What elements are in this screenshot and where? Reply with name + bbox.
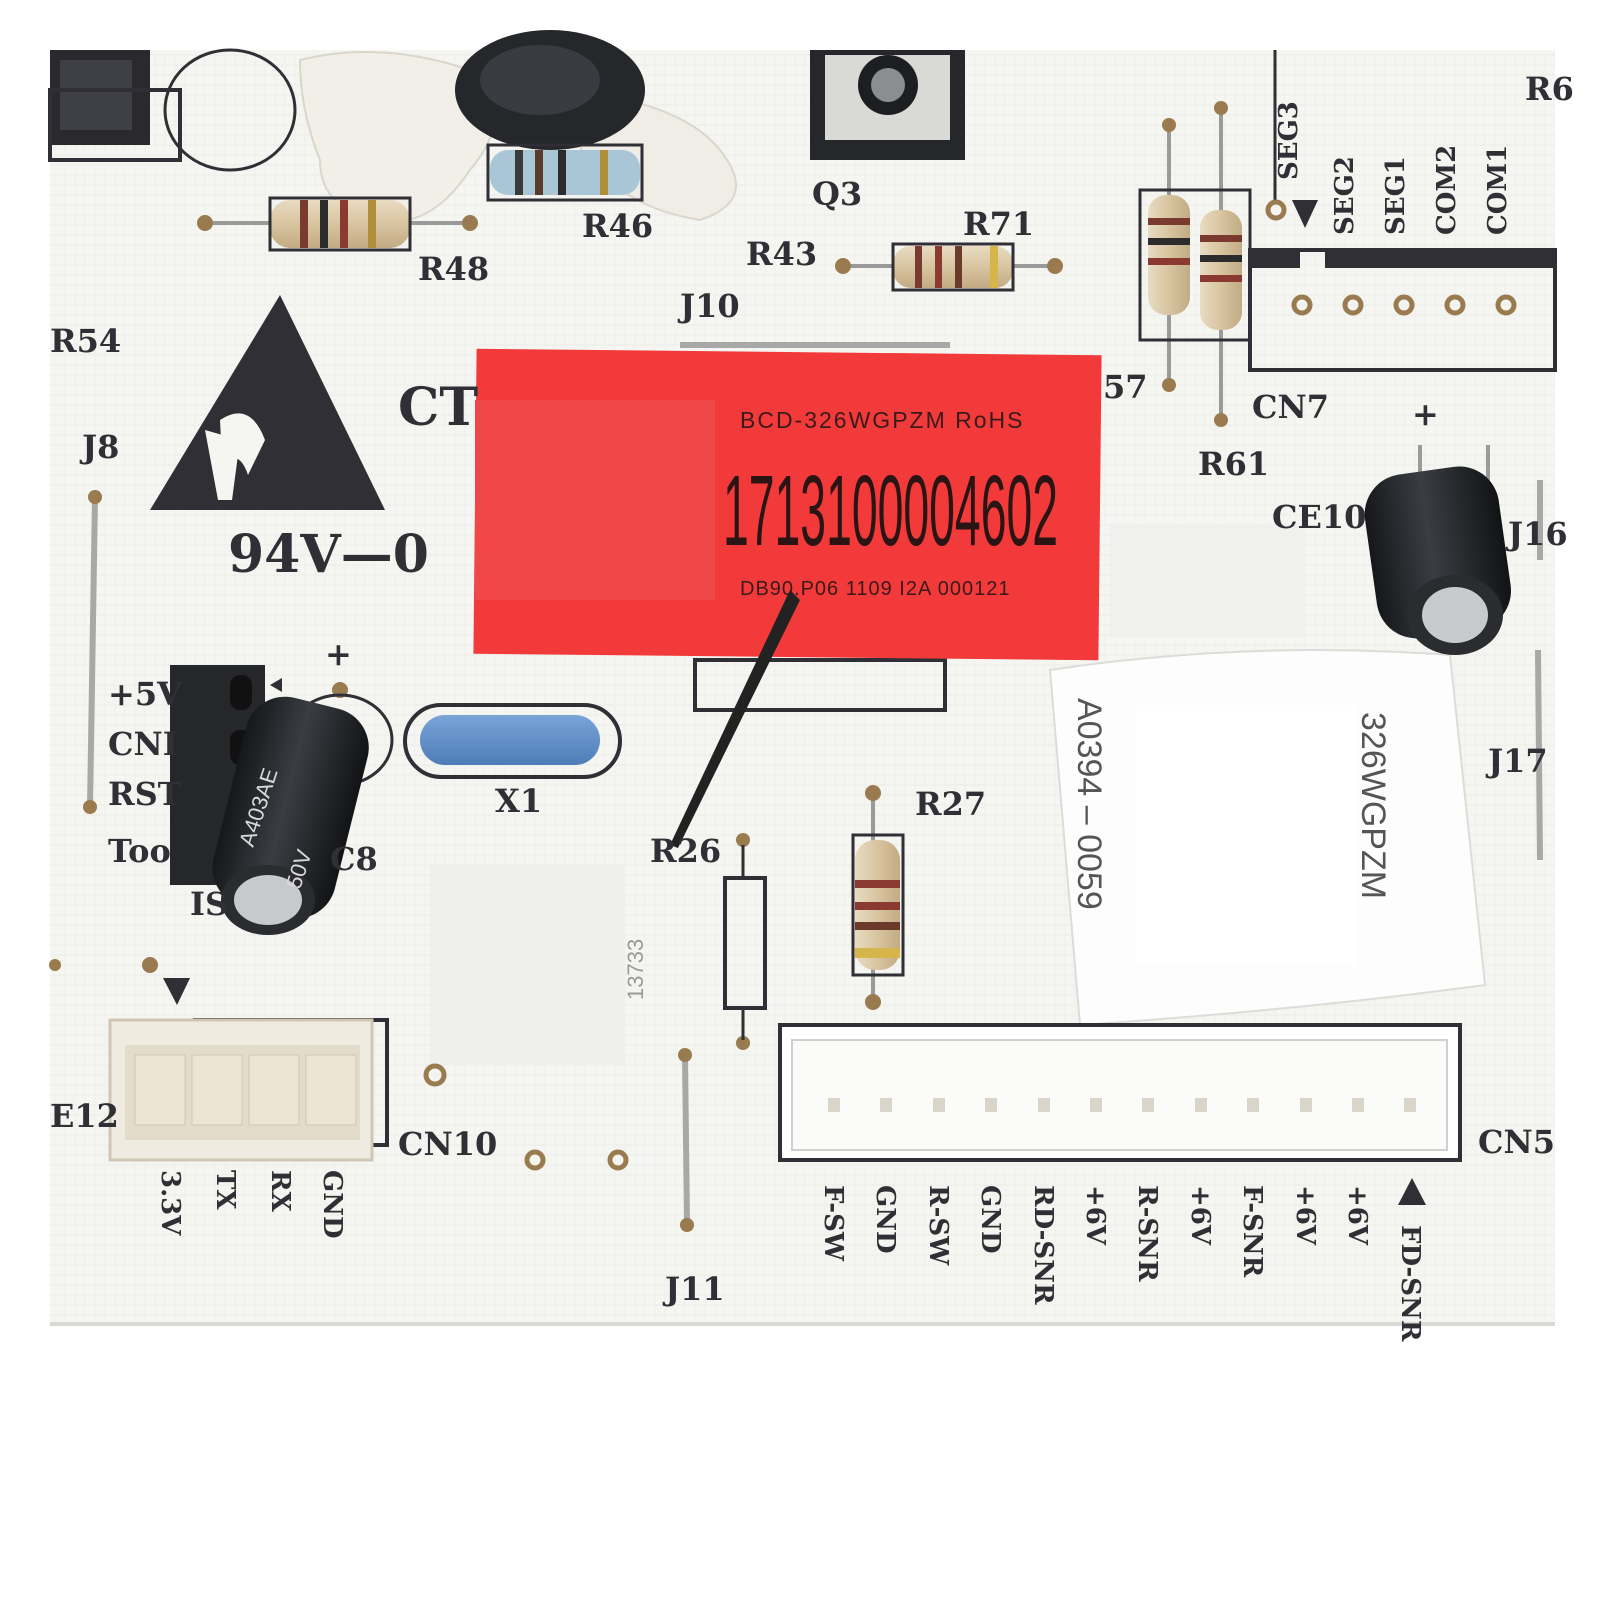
label-r6: R6: [1525, 70, 1574, 108]
cn10-pin-3: RX: [265, 1170, 295, 1213]
cn10-pin-2: TX: [210, 1170, 240, 1210]
label-com1: COM1: [1483, 145, 1513, 235]
chip-outline: [693, 658, 947, 712]
connector-cn10: [108, 978, 389, 1162]
capacitor-c8: A403AE 50V: [212, 682, 394, 935]
probe-wire: [670, 590, 800, 848]
label-r61: R61: [1198, 445, 1269, 483]
resistor-r48: [197, 196, 478, 252]
jumper-j8: [83, 490, 102, 814]
connector-cn5: [778, 1023, 1462, 1205]
label-tool: Too: [108, 832, 171, 870]
label-batch: DB90.P06 1109 I2A 000121: [740, 578, 1011, 600]
label-ce12: E12: [50, 1097, 119, 1135]
resistor-r57: [1148, 118, 1190, 392]
label-c8: C8: [330, 840, 378, 878]
label-13733: 13733: [623, 939, 648, 1000]
jumper-j17: [1535, 649, 1543, 861]
cn5-pin-9: F-SNR: [1237, 1185, 1267, 1278]
label-plus-ce10: +: [1412, 395, 1439, 433]
cn5-pin-4: GND: [975, 1185, 1005, 1254]
label-j8: J8: [79, 428, 119, 466]
cn5-pin-labels: F-SW GND R-SW GND RD-SNR +6V R-SNR +6V F…: [818, 1185, 1425, 1342]
resistor-r46: [486, 143, 644, 202]
label-r54: R54: [50, 322, 121, 360]
label-x1: X1: [495, 782, 542, 820]
top-left-connector: [48, 50, 182, 162]
label-rst: RST: [108, 775, 182, 813]
cn5-pin-6: +6V: [1080, 1185, 1110, 1246]
label-model: BCD-326WGPZM RoHS: [740, 407, 1024, 433]
label-j11: J11: [662, 1270, 725, 1308]
label-q3: Q3: [812, 175, 862, 213]
label-r26: R26: [650, 832, 721, 870]
cn10-pin-1: 3.3V: [155, 1170, 185, 1236]
resistor-r61: [1138, 101, 1252, 427]
label-seg1: SEG1: [1381, 156, 1411, 235]
esd-warning-icon: [150, 295, 385, 510]
redacted-area: [1135, 705, 1355, 965]
label-r46: R46: [582, 207, 653, 245]
white-sticker: A0394 – 0059 326WGPZM: [1048, 649, 1487, 1027]
cn5-pin-11: +6V: [1342, 1185, 1372, 1246]
label-serial: 1713100004602: [723, 455, 1058, 567]
cn5-pin-7: R-SNR: [1132, 1185, 1162, 1282]
cn10-pin-4: GND: [317, 1170, 347, 1239]
label-seg2: SEG2: [1330, 156, 1360, 235]
label-ct: CT: [398, 377, 478, 438]
potted-inductor: [163, 30, 737, 223]
label-j16: J16: [1505, 515, 1568, 553]
transistor-q3: [810, 50, 965, 160]
resistor-r27: [851, 785, 905, 1010]
jumper-j11: [678, 1048, 694, 1232]
cn10-pin-labels: 3.3V TX RX GND: [155, 1170, 347, 1239]
redacted-patch: [430, 865, 625, 1065]
redacted-area: [475, 400, 715, 600]
label-r48: R48: [418, 250, 489, 288]
label-j10: J10: [677, 287, 740, 325]
label-r57: 57: [1103, 368, 1148, 406]
cn5-pin-8: +6V: [1185, 1185, 1215, 1246]
cn5-pin-2: GND: [870, 1185, 900, 1254]
label-cn5: CN5: [1478, 1123, 1555, 1161]
label-seg3: SEG3: [1274, 101, 1304, 180]
redacted-patch: [1110, 525, 1305, 637]
resistor-r71: [835, 242, 1063, 292]
label-com2: COM2: [1432, 145, 1462, 235]
label-94v0: 94V—0: [228, 524, 429, 585]
cn5-pin-3: R-SW: [923, 1185, 953, 1266]
label-5v: +5V: [108, 675, 183, 713]
label-r43: R43: [746, 235, 817, 273]
label-ce10: CE10: [1272, 498, 1366, 536]
cn5-pin-10: +6V: [1290, 1185, 1320, 1246]
capacitor-ce10: [1364, 445, 1511, 655]
label-cn1: CNI: [108, 725, 178, 763]
sticker-code: A0394 – 0059: [1070, 698, 1108, 910]
label-r27: R27: [915, 785, 986, 823]
resistor-r26-footprint: [723, 833, 767, 1050]
crystal-x1: [403, 703, 622, 779]
connector-cn7: [1248, 50, 1557, 372]
label-r71: R71: [963, 205, 1034, 243]
sticker-model: 326WGPZM: [1354, 712, 1392, 899]
cn5-pin-5: RD-SNR: [1028, 1185, 1058, 1305]
cn5-pin-12: FD-SNR: [1395, 1225, 1425, 1342]
label-j17: J17: [1485, 742, 1548, 780]
label-is: IS: [190, 885, 228, 923]
label-cn7: CN7: [1252, 388, 1329, 426]
red-serial-label: BCD-326WGPZM RoHS 1713100004602 DB90.P06…: [473, 348, 1102, 661]
silkscreen-labels: R48 R46 Q3 R43 R71 R6 SEG3 SEG2 SEG1 COM…: [50, 70, 1574, 1308]
label-cn10: CN10: [398, 1125, 497, 1163]
label-plus-c8: +: [325, 635, 352, 673]
cn5-pin-1: F-SW: [818, 1185, 848, 1262]
